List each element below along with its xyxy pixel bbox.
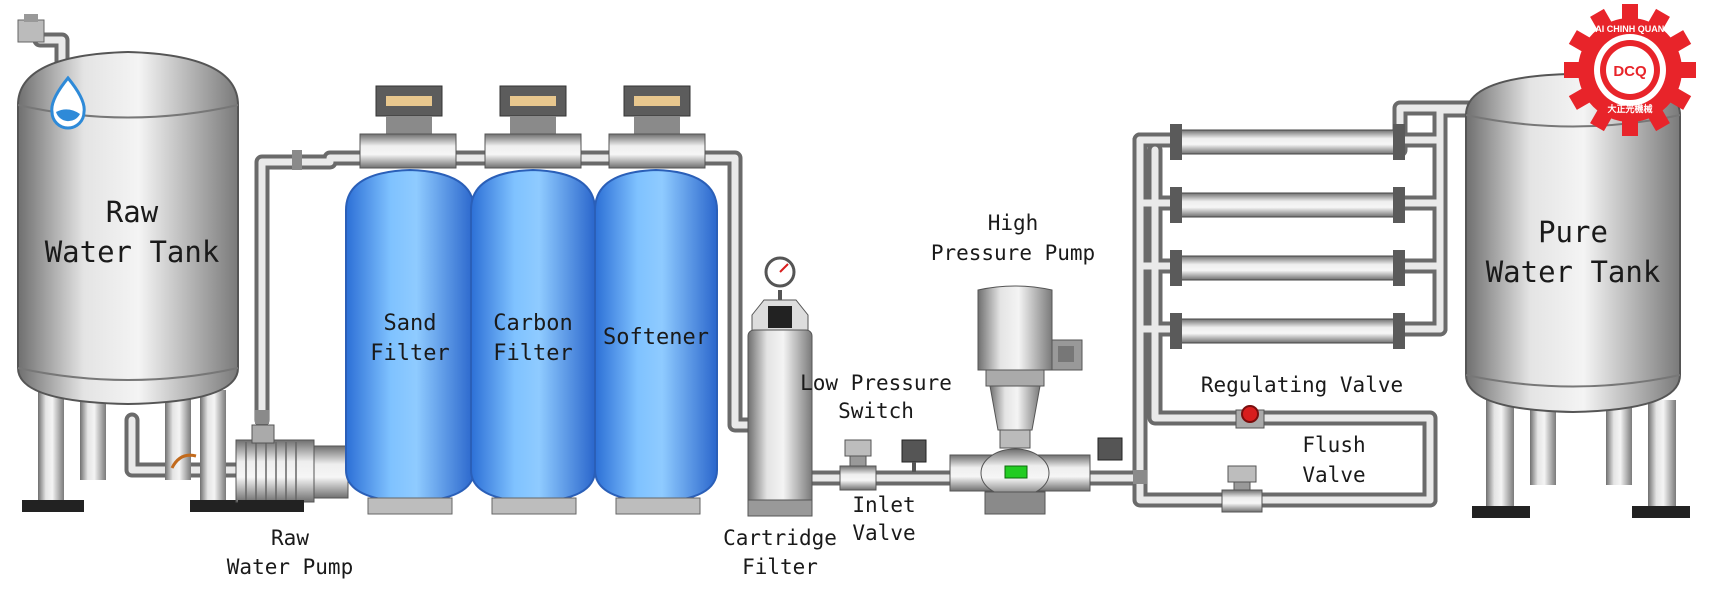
softener: Softener — [594, 85, 718, 515]
dcq-logo: DAI CHINH QUANG DCQ 大正光機械 — [1564, 4, 1696, 136]
water-drop-icon — [50, 75, 86, 130]
cartridge-filter-label-line1: Cartridge — [723, 526, 837, 550]
inlet-valve-label-line1: Inlet — [852, 493, 915, 517]
pure-tank-label-line2: Water Tank — [1486, 255, 1661, 289]
cartridge-filter: Cartridge Filter — [723, 256, 837, 579]
regulating-valve — [1235, 405, 1265, 429]
sand-filter-label-line2: Filter — [370, 341, 449, 366]
membrane — [1170, 187, 1405, 223]
high-pressure-pump-label-line1: High — [988, 211, 1039, 235]
logo-mark-text: DCQ — [1613, 63, 1647, 80]
cartridge-filter-label-line2: Filter — [742, 555, 818, 579]
low-pressure-switch-label-line2: Switch — [838, 399, 914, 423]
membrane — [1170, 250, 1405, 286]
logo-brand-text: DAI CHINH QUANG — [1589, 24, 1672, 34]
raw-water-tank: Raw Water Tank — [17, 14, 252, 512]
high-pressure-pump: High Pressure Pump — [931, 211, 1123, 515]
pressure-gauge-icon — [764, 256, 796, 300]
membrane — [1170, 124, 1405, 160]
carbon-filter-label-line2: Filter — [493, 341, 572, 366]
carbon-filter: Carbon Filter — [470, 85, 596, 515]
flush-valve-label-line2: Valve — [1302, 463, 1365, 487]
raw-pump-label-line1: Raw — [271, 526, 309, 550]
carbon-filter-label-line1: Carbon — [493, 311, 572, 336]
sand-filter-label-line1: Sand — [384, 311, 437, 336]
membrane — [1170, 313, 1405, 349]
raw-tank-label-line1: Raw — [106, 195, 159, 229]
logo-chinese-text: 大正光機械 — [1607, 103, 1652, 114]
inlet-valve-label-line2: Valve — [852, 521, 915, 545]
inlet-valve — [839, 439, 877, 491]
softener-label: Softener — [603, 325, 709, 350]
sand-filter: Sand Filter — [345, 85, 475, 515]
low-pressure-switch-label-line1: Low Pressure — [800, 371, 952, 395]
raw-water-pump: Raw Water Pump — [170, 424, 353, 579]
pure-water-tank: Pure Water Tank — [1465, 72, 1690, 518]
flush-valve — [1221, 465, 1263, 513]
high-pressure-pump-label-line2: Pressure Pump — [931, 241, 1095, 265]
low-pressure-switch — [901, 439, 927, 472]
raw-tank-label-line2: Water Tank — [45, 235, 220, 269]
regulating-valve-label: Regulating Valve — [1201, 373, 1403, 397]
raw-pump-label-line2: Water Pump — [227, 555, 353, 579]
pure-tank-label-line1: Pure — [1538, 215, 1608, 249]
ro-membranes — [1170, 124, 1405, 349]
flush-valve-label-line1: Flush — [1302, 433, 1365, 457]
